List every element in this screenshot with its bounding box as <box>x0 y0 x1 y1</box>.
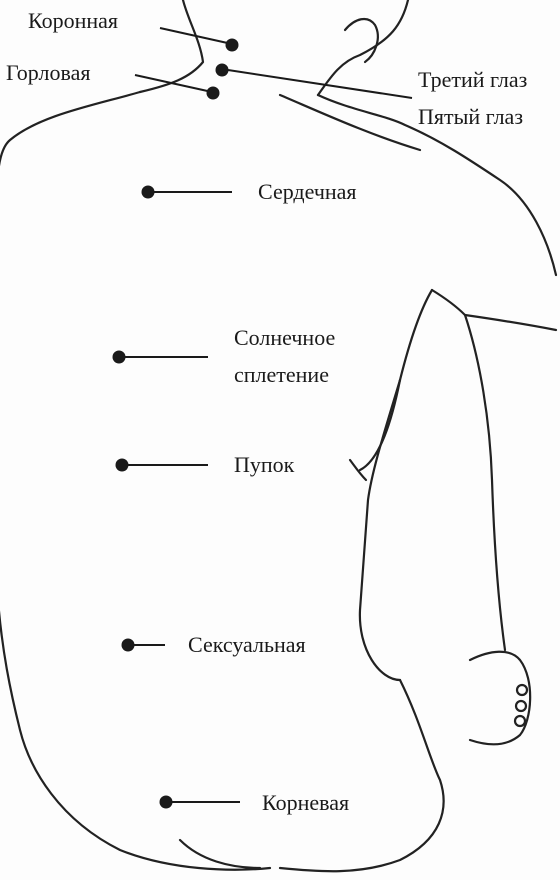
chakra-labels: Коронная Горловая Третий глаз Пятый глаз… <box>6 8 527 815</box>
right-arm-outer <box>360 290 432 470</box>
fingertip-2 <box>516 701 526 711</box>
label-solar-plexus-line1: Солнечное <box>234 325 335 350</box>
throat-dot <box>207 87 220 100</box>
label-root: Корневая <box>262 790 349 815</box>
label-fifth-eye: Пятый глаз <box>418 104 523 129</box>
label-navel: Пупок <box>234 452 295 477</box>
crown-leader <box>160 28 232 44</box>
navel-dot <box>116 459 129 472</box>
lower-back-crease <box>180 840 260 868</box>
heart-dot <box>142 186 155 199</box>
ear-line <box>345 19 378 62</box>
solar-plexus-dot <box>113 351 126 364</box>
chakra-points <box>113 28 413 809</box>
label-solar-plexus-line2: сплетение <box>234 362 329 387</box>
fingertip-1 <box>517 685 527 695</box>
root-dot <box>160 796 173 809</box>
back-side-line <box>360 380 400 680</box>
third-eye-dot <box>216 64 229 77</box>
fingertip-3 <box>515 716 525 726</box>
right-arm-inner <box>432 290 556 330</box>
label-heart: Сердечная <box>258 179 357 204</box>
left-shoulder-line <box>0 92 140 230</box>
label-throat: Горловая <box>6 60 90 85</box>
right-waist-line <box>280 680 444 871</box>
label-sacral: Сексуальная <box>188 632 306 657</box>
label-crown: Коронная <box>28 8 118 33</box>
hand-line <box>470 652 530 745</box>
crown-dot <box>226 39 239 52</box>
sacral-dot <box>122 639 135 652</box>
neck-right-line <box>318 0 408 95</box>
forearm-line <box>465 315 505 650</box>
label-third-eye: Третий глаз <box>418 67 527 92</box>
spine-small-line <box>350 460 366 480</box>
